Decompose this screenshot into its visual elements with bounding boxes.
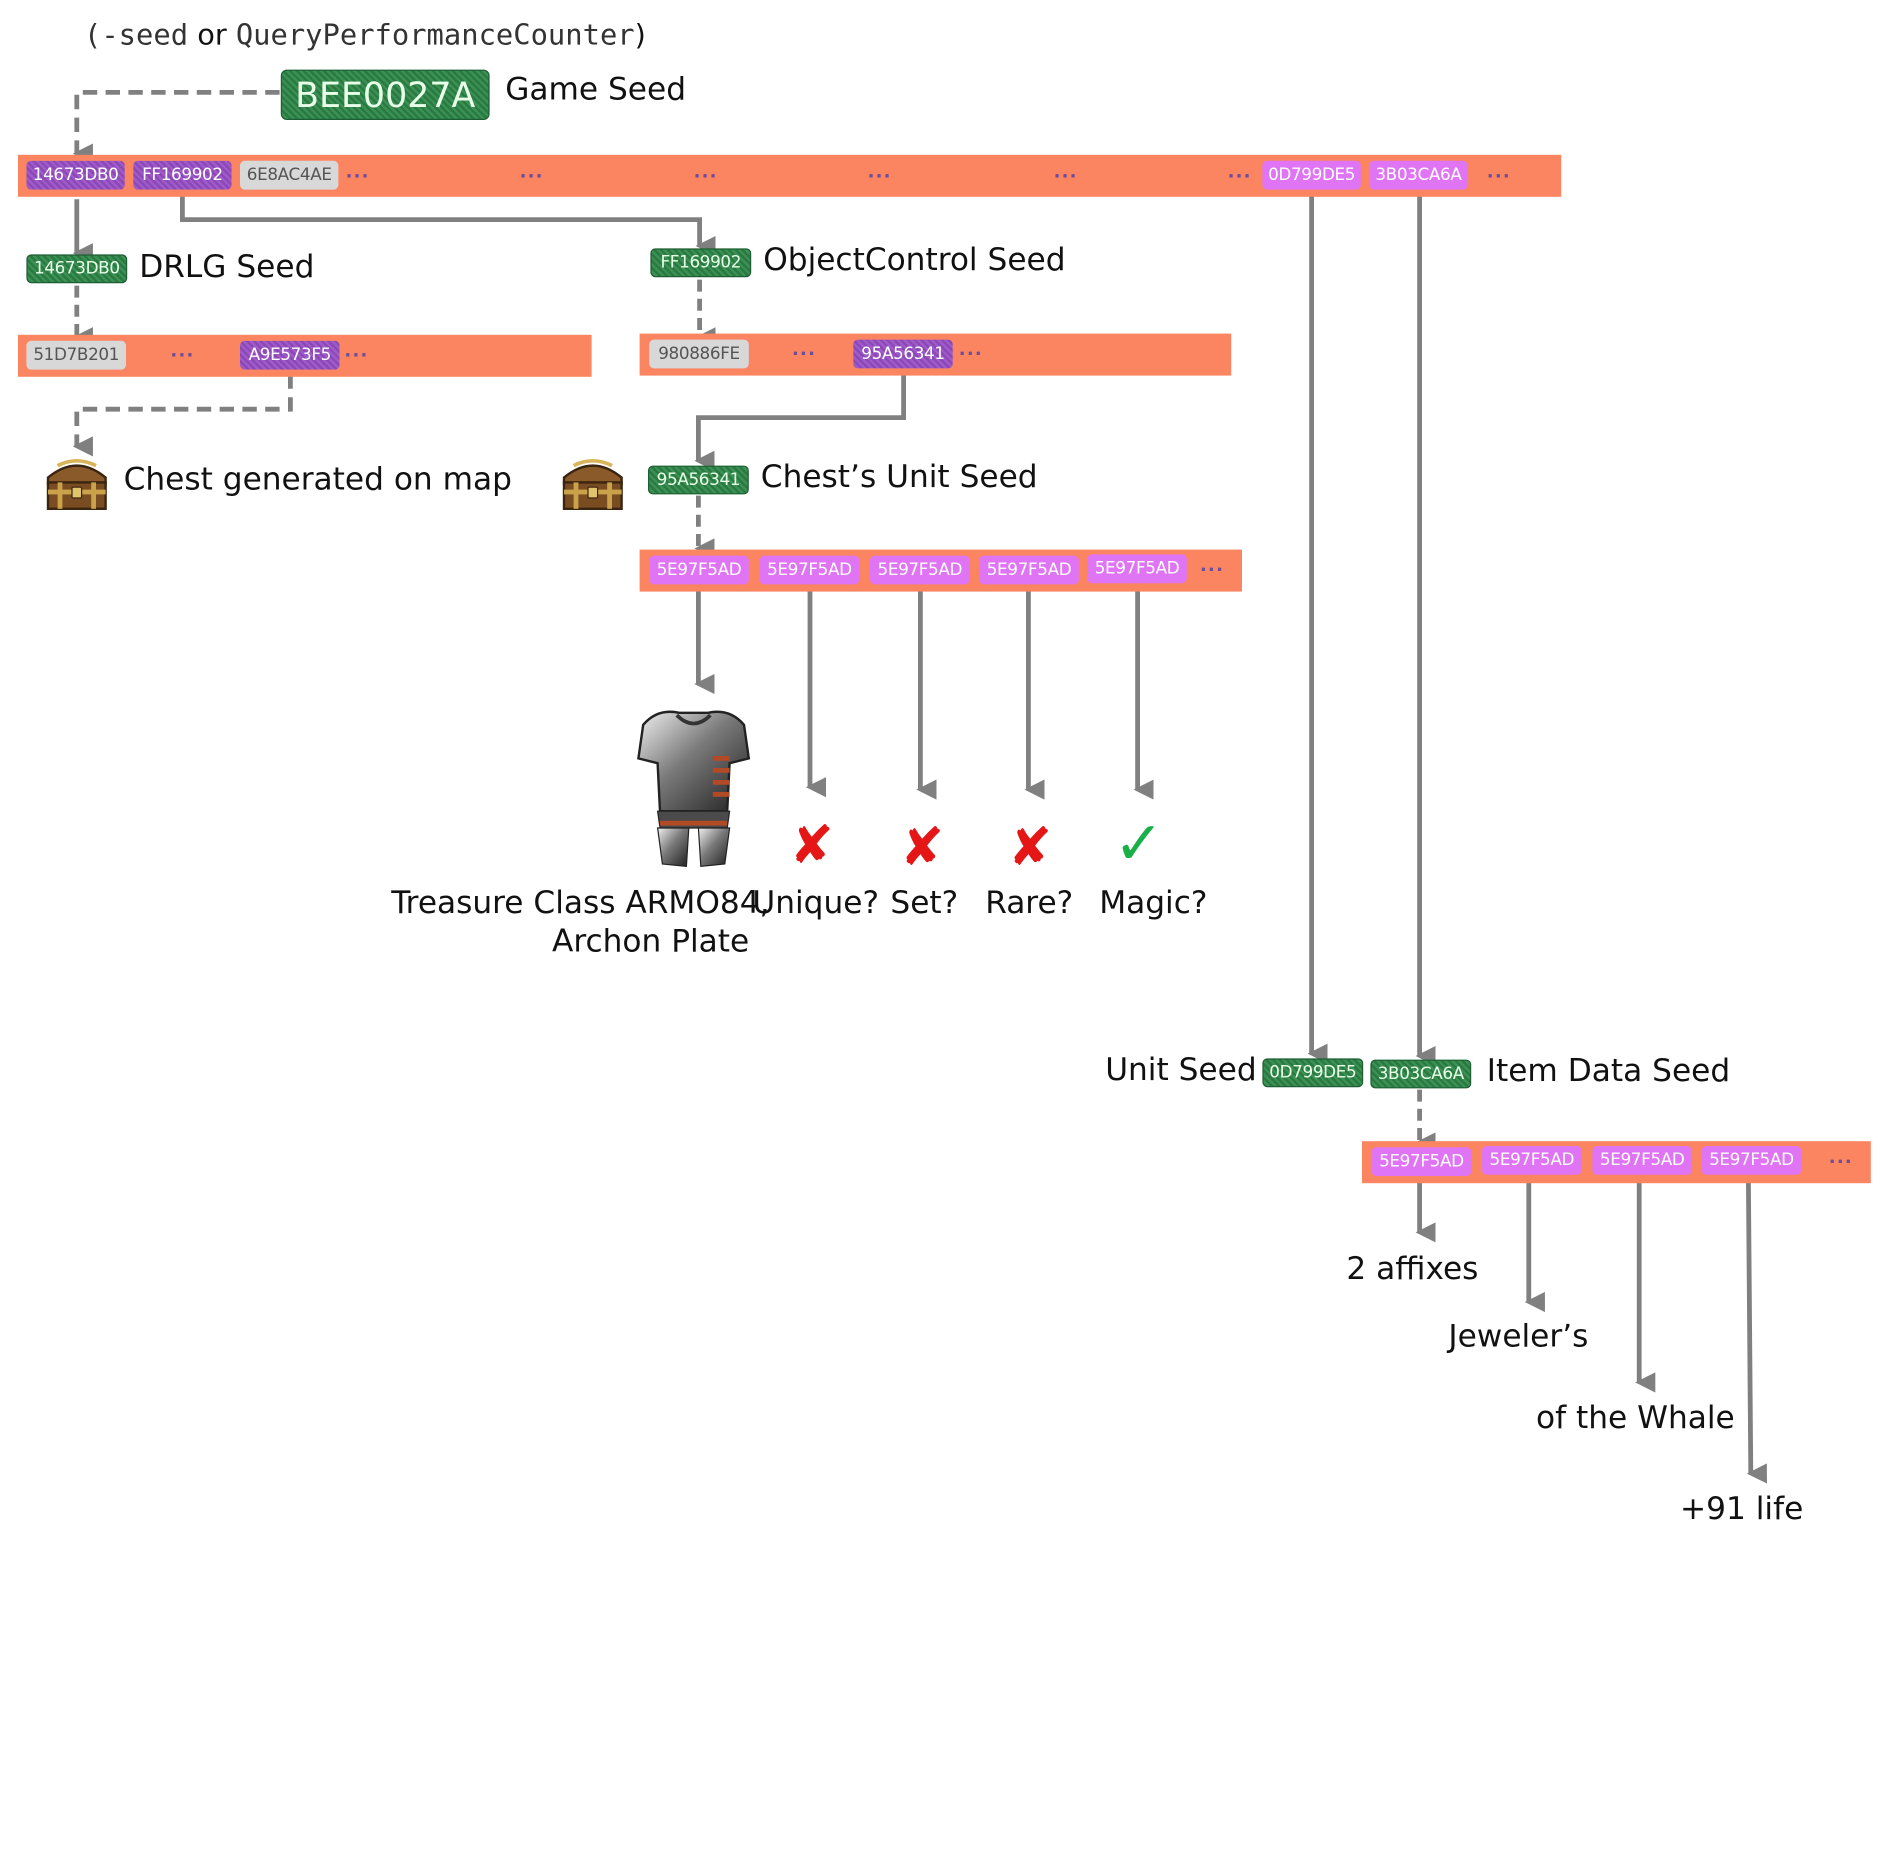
objectcontrol-seed-label: ObjectControl Seed [763, 242, 1066, 279]
treasure-class-label-line2: Archon Plate [552, 924, 750, 961]
objectcontrol-seed-value: FF169902 [650, 248, 752, 278]
chest-band-ellipsis: ... [1200, 554, 1225, 576]
paren-open: ( [84, 18, 102, 52]
drlg-band-ellipsis: ... [344, 339, 369, 362]
paren-close: ) [634, 18, 646, 52]
cross-icon: ✘ [900, 817, 945, 879]
top-band-tag-unit-seed: 0D799DE5 [1262, 160, 1361, 190]
top-band-ellipsis: ... [1486, 160, 1511, 183]
chest-unit-seed-label: Chest’s Unit Seed [760, 459, 1038, 496]
item-band-tag-3: 5E97F5AD [1701, 1146, 1802, 1175]
check-icon: ✓ [1113, 808, 1164, 879]
arrow-to-life [1746, 1180, 1768, 1484]
rare-check-label: Rare? [985, 885, 1074, 922]
affix-count-label: 2 affixes [1346, 1251, 1479, 1288]
objectcontrol-band-tag-chest: 95A56341 [853, 339, 953, 369]
top-band-ellipsis: ... [867, 160, 892, 183]
objectcontrol-band-tag-0: 980886FE [649, 339, 749, 369]
item-band-tag-2: 5E97F5AD [1592, 1146, 1693, 1175]
top-band-tag-drlg: 14673DB0 [26, 160, 125, 190]
top-band-ellipsis: ... [345, 160, 370, 183]
cross-icon: ✘ [789, 814, 834, 877]
chest-unit-seed-value: 95A56341 [648, 465, 749, 495]
treasure-chest-icon [46, 459, 107, 511]
magic-check-label: Magic? [1099, 885, 1208, 922]
seed-flag: -seed [101, 18, 189, 52]
top-band-ellipsis: ... [519, 160, 544, 183]
arrow-95a-to-chest-seed [694, 372, 907, 471]
suffix-label: of the Whale [1536, 1400, 1735, 1437]
game-seed-value: BEE0027A [280, 69, 490, 121]
cross-icon: ✘ [1008, 817, 1053, 879]
treasure-chest-icon [562, 459, 623, 511]
game-seed-label: Game Seed [505, 72, 687, 109]
qpc-function: QueryPerformanceCounter [235, 18, 635, 52]
chest-band-tag-2: 5E97F5AD [870, 555, 970, 585]
top-band-ellipsis: ... [1053, 160, 1078, 183]
top-band-ellipsis: ... [1227, 160, 1252, 183]
treasure-class-label-line1: Treasure Class ARMO84, [391, 885, 770, 922]
arrow-band-to-objectcontrol [180, 195, 716, 257]
chest-band-tag-1: 5E97F5AD [759, 555, 860, 585]
chest-band-tag-0: 5E97F5AD [649, 555, 749, 585]
unit-seed-value: 0D799DE5 [1262, 1058, 1364, 1088]
top-band-tag-unused: 6E8AC4AE [240, 160, 339, 190]
prefix-label: Jeweler’s [1448, 1318, 1589, 1355]
drlg-seed-label: DRLG Seed [139, 249, 315, 286]
objectcontrol-band-ellipsis: ... [792, 338, 817, 360]
chest-band-tag-3: 5E97F5AD [979, 555, 1079, 585]
item-band-tag-0: 5E97F5AD [1371, 1147, 1472, 1176]
item-band-ellipsis: ... [1828, 1146, 1853, 1168]
item-data-seed-label: Item Data Seed [1486, 1053, 1731, 1090]
chest-band-tag-4: 5E97F5AD [1087, 554, 1187, 584]
top-band-tag-objectcontrol: FF169902 [133, 160, 232, 190]
item-data-seed-value: 3B03CA6A [1370, 1059, 1472, 1089]
top-band-ellipsis: ... [693, 160, 718, 183]
archon-plate-armor-icon [637, 710, 751, 868]
or-word: or [188, 18, 236, 52]
drlg-seed-value: 14673DB0 [26, 254, 128, 284]
top-band-tag-item-data-seed: 3B03CA6A [1369, 160, 1468, 190]
seed-source-caption: (-seed or QueryPerformanceCounter) [84, 18, 646, 52]
unit-seed-label: Unit Seed [1105, 1052, 1257, 1089]
drlg-band-tag-chest: A9E573F5 [240, 340, 340, 370]
item-band-tag-1: 5E97F5AD [1482, 1146, 1582, 1175]
unique-check-label: Unique? [752, 885, 880, 922]
arrow-a9-to-chest [72, 374, 293, 457]
set-check-label: Set? [890, 885, 959, 922]
life-stat-label: +91 life [1680, 1491, 1804, 1528]
arrow-gameseed-to-band [72, 90, 280, 164]
chest-generated-label: Chest generated on map [123, 462, 512, 499]
drlg-band-tag-0: 51D7B201 [26, 340, 127, 370]
drlg-band-ellipsis: ... [170, 339, 195, 362]
objectcontrol-band-ellipsis: ... [958, 338, 983, 360]
